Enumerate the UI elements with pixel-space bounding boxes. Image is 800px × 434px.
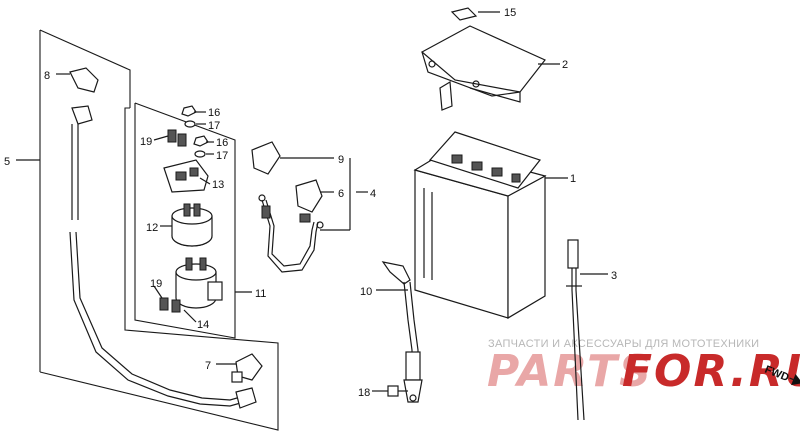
callout-11: 11 <box>255 288 266 300</box>
callout-2: 2 <box>562 59 568 71</box>
starter-relay-12 <box>171 203 213 247</box>
callout-18: 18 <box>358 387 370 399</box>
terminal-cap <box>231 353 263 383</box>
breather-tube <box>566 239 585 421</box>
negative-cable <box>381 261 423 403</box>
callout-1: 1 <box>570 173 576 185</box>
washer-17a <box>184 120 196 128</box>
starter-cable <box>69 67 257 409</box>
callout-5: 5 <box>4 156 10 168</box>
callout-17b: 17 <box>216 150 228 162</box>
callout-12: 12 <box>146 222 158 234</box>
relay-13 <box>163 159 209 193</box>
callout-7: 7 <box>205 360 211 372</box>
fuse-19 <box>167 129 187 147</box>
relay-assembly-11 <box>175 257 223 309</box>
group-frame-11 <box>134 102 236 339</box>
positive-cable <box>251 141 324 273</box>
callout-16b: 16 <box>216 137 228 149</box>
warning-label <box>450 7 478 21</box>
watermark: ЗАПЧАСТИ И АКСЕССУАРЫ ДЛЯ МОТОТЕХНИКИ PA… <box>487 338 800 397</box>
watermark-tagline: ЗАПЧАСТИ И АКСЕССУАРЫ ДЛЯ МОТОТЕХНИКИ <box>488 338 759 350</box>
callout-16a: 16 <box>208 107 220 119</box>
leader-lines <box>16 11 608 392</box>
nut-16a <box>181 105 197 117</box>
fuse-14 <box>159 297 181 313</box>
nut-16b <box>193 135 209 147</box>
callout-19a: 19 <box>140 136 152 148</box>
callout-3: 3 <box>611 270 617 282</box>
callouts: 1 2 3 4 5 6 7 8 9 10 11 12 13 14 15 16 1… <box>4 7 617 399</box>
callout-10: 10 <box>360 286 372 298</box>
callout-17a: 17 <box>208 120 220 132</box>
watermark-logo-right: FOR.RU <box>622 346 800 397</box>
callout-14: 14 <box>197 319 209 331</box>
watermark-logo-left: PARTS <box>487 346 653 397</box>
callout-19b: 19 <box>150 278 162 290</box>
callout-4: 4 <box>370 188 376 200</box>
battery-cover <box>420 25 546 111</box>
callout-6: 6 <box>338 188 344 200</box>
washer-17b <box>194 150 206 158</box>
callout-8: 8 <box>44 70 50 82</box>
callout-15: 15 <box>504 7 516 19</box>
battery <box>413 131 547 320</box>
callout-13: 13 <box>212 179 224 191</box>
group-frame-5 <box>39 29 279 431</box>
callout-9: 9 <box>338 154 344 166</box>
